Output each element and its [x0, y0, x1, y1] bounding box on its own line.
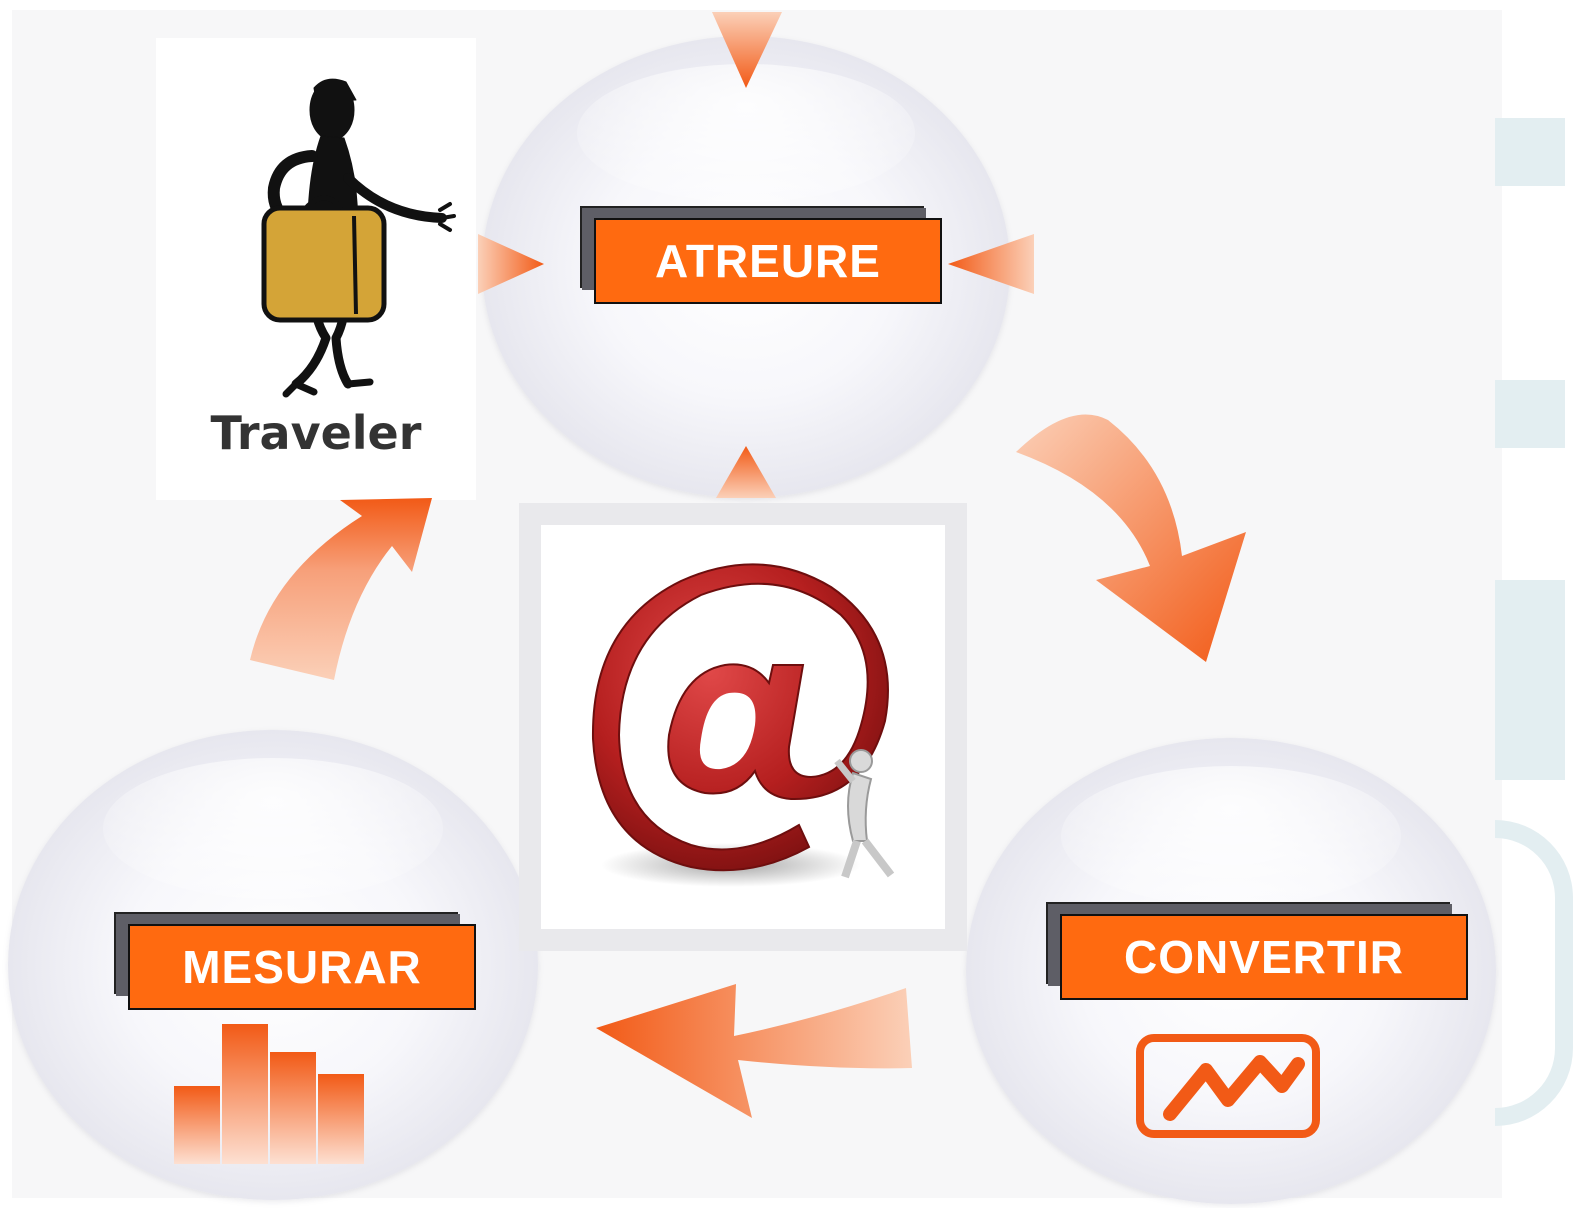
- cycle-arrow-to-traveler: [250, 498, 432, 680]
- arrow-in-bottom: [716, 446, 776, 498]
- stage-label-convert: CONVERTIR: [1060, 914, 1468, 1000]
- arrow-in-left: [478, 234, 544, 294]
- bar-chart-icon: [174, 1024, 364, 1164]
- traveler-icon: [261, 78, 456, 398]
- center-image: [541, 525, 945, 929]
- cycle-arrow-to-measure: [596, 984, 912, 1118]
- stage-label-measure: MESURAR: [128, 924, 476, 1010]
- traveler-card: Traveler: [156, 38, 476, 500]
- trend-chart-icon: [1136, 1034, 1320, 1138]
- at-sign-icon: [591, 563, 895, 887]
- arrow-in-top: [712, 12, 782, 88]
- arrow-in-right: [948, 234, 1034, 294]
- center-image-frame: [519, 503, 967, 951]
- decoration-block: [1495, 380, 1565, 448]
- cycle-arrow-to-convert: [1016, 414, 1246, 662]
- decoration-block: [1495, 580, 1565, 780]
- traveler-caption: Traveler: [210, 406, 422, 460]
- stage-label-attract: ATREURE: [594, 218, 942, 304]
- decoration-block: [1495, 118, 1565, 186]
